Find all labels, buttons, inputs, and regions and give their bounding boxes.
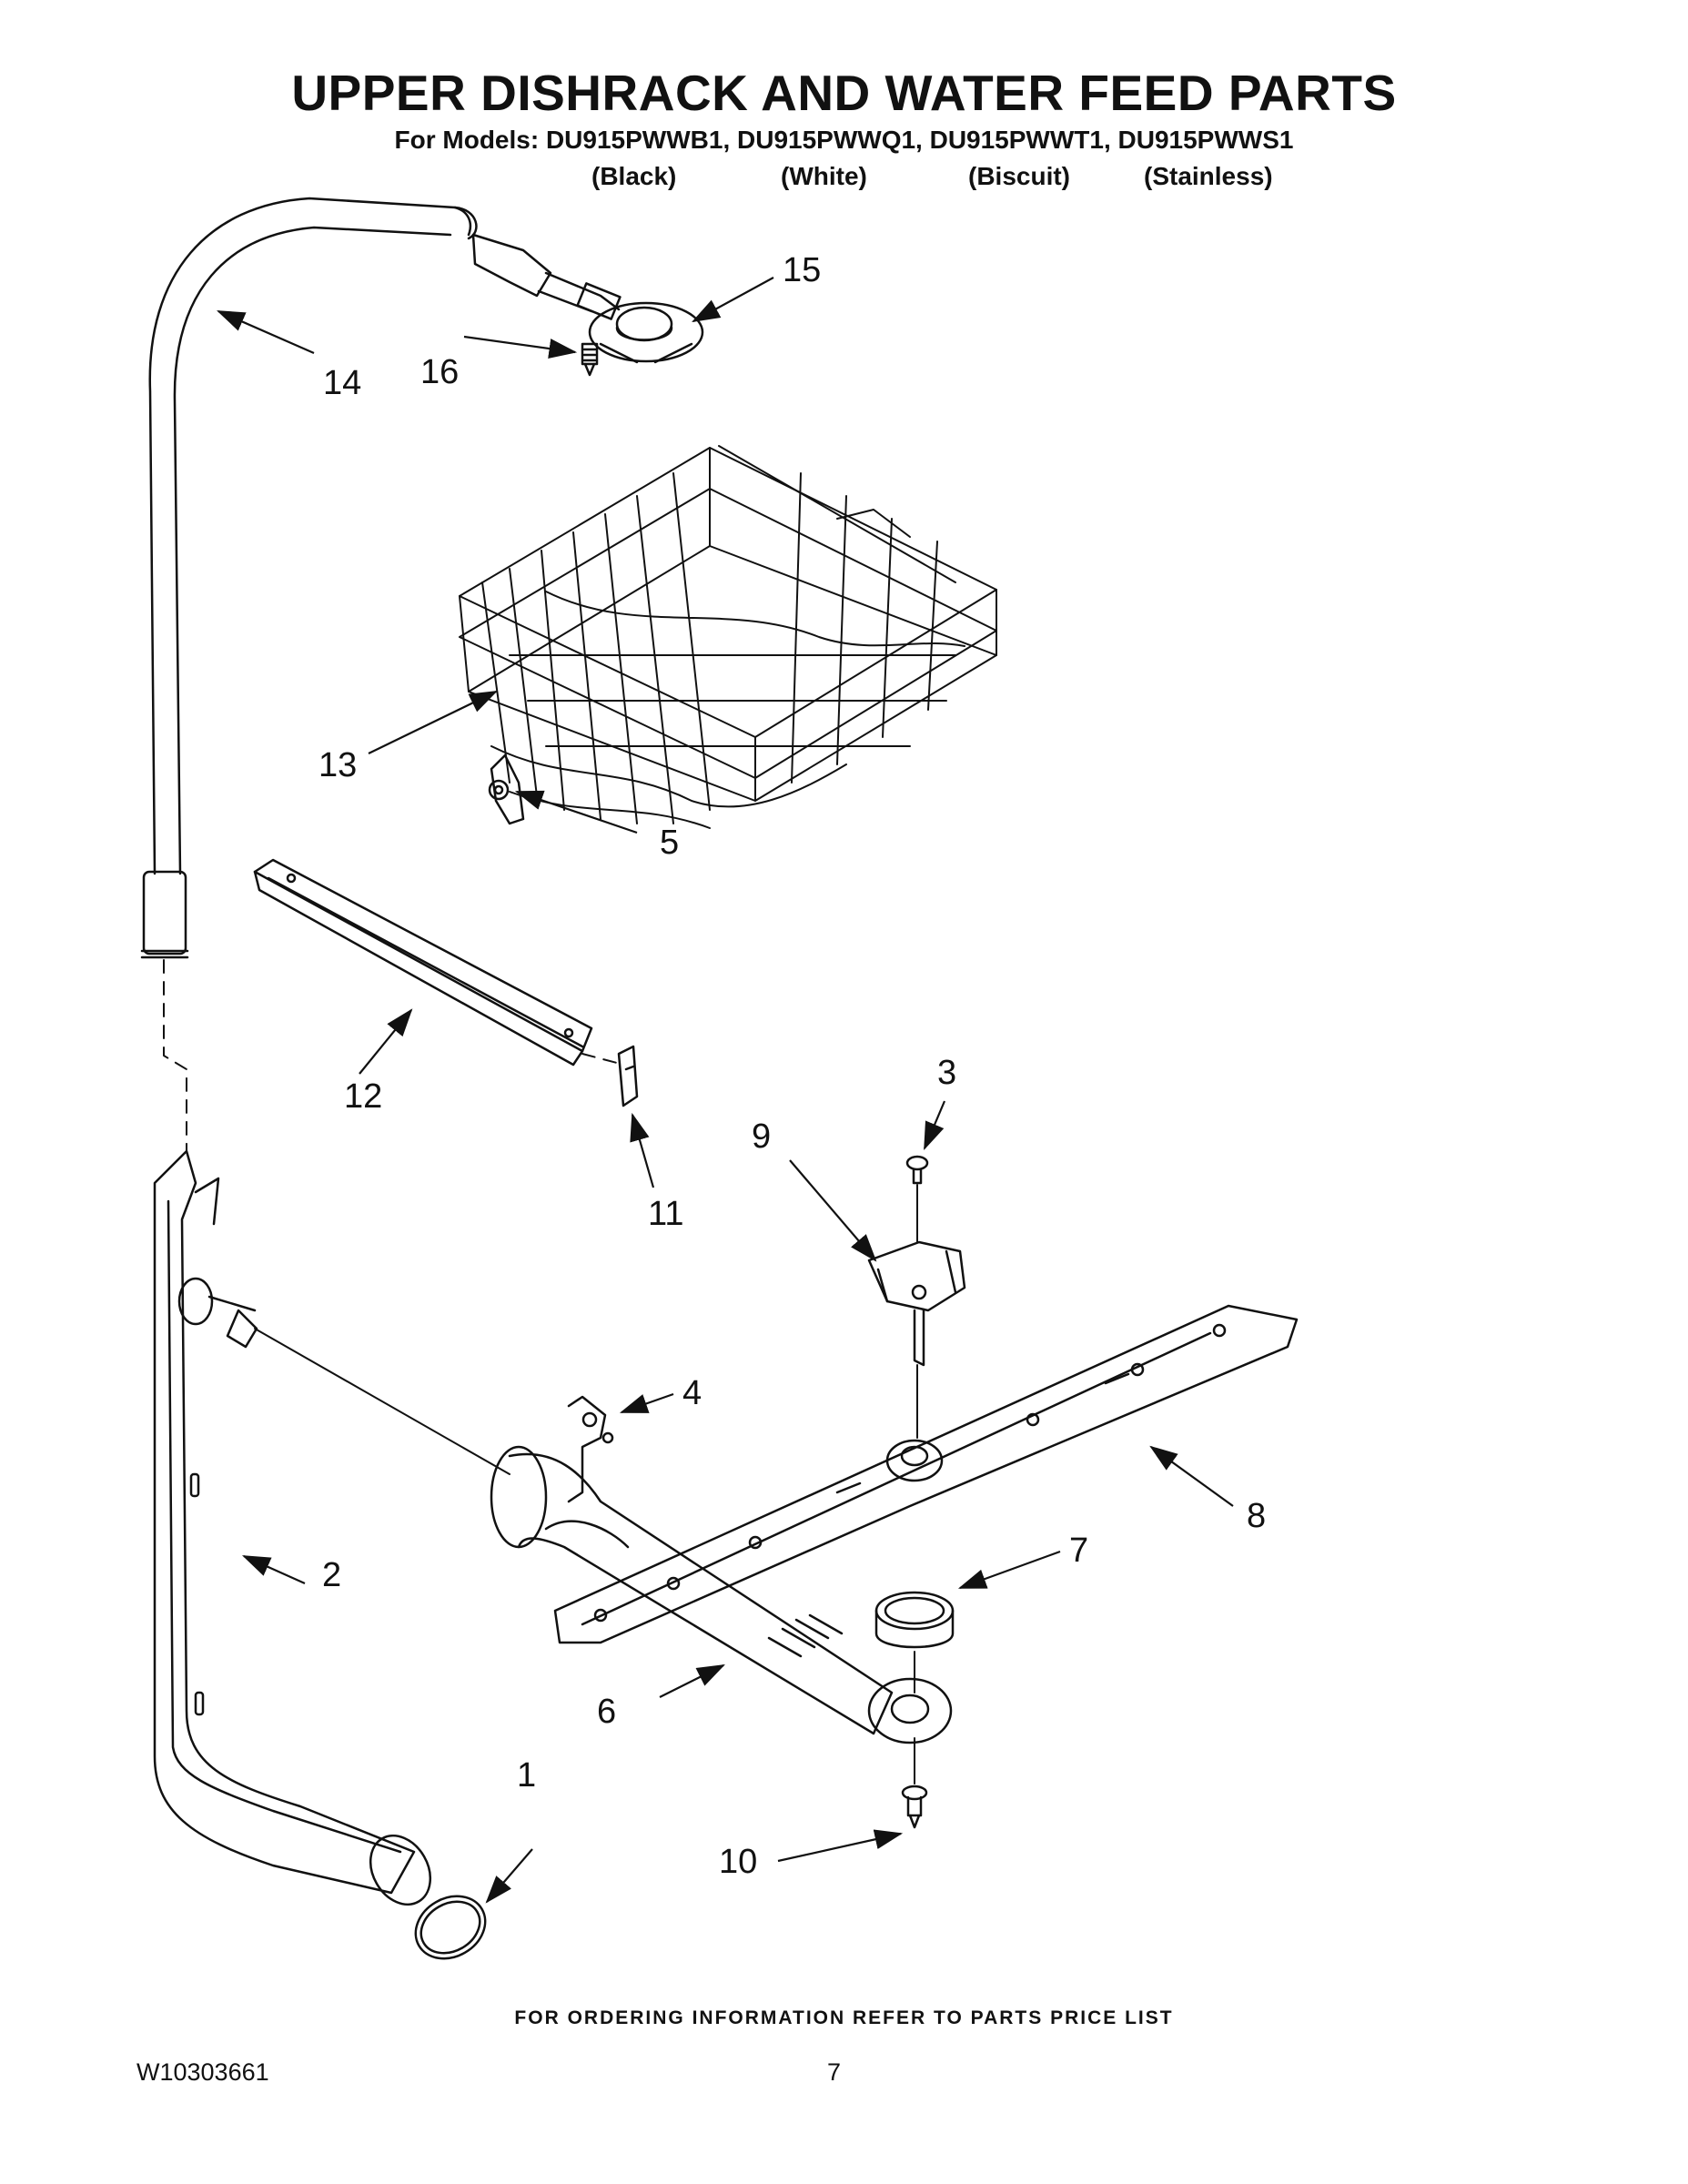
- rail-end-cap-part-11: [617, 1045, 639, 1107]
- callout-15: 15: [783, 251, 822, 289]
- rack-clip-part-5: [488, 753, 525, 825]
- screw-part-3: [905, 1155, 929, 1243]
- color-label-black: (Black): [591, 162, 677, 190]
- dashed-connection-lines: [163, 959, 618, 1152]
- callout-3: 3: [937, 1054, 957, 1092]
- lower-manifold-part-6: [490, 1445, 953, 1744]
- color-label-white: (White): [781, 162, 867, 190]
- callout-16: 16: [420, 353, 460, 391]
- screw-part-10: [901, 1737, 928, 1829]
- model-list: For Models: DU915PWWB1, DU915PWWQ1, DU91…: [394, 126, 1294, 154]
- callout-11: 11: [648, 1195, 684, 1233]
- callout-6: 6: [597, 1693, 617, 1731]
- page-number: 7: [827, 2058, 842, 2086]
- callout-4: 4: [682, 1374, 702, 1412]
- tube-connection-line: [254, 1328, 510, 1475]
- lower-spray-arm-part-8: [553, 1304, 1299, 1644]
- color-label-stainless: (Stainless): [1144, 162, 1273, 190]
- rack-rail-part-12: [253, 858, 593, 1067]
- manifold-tube-part-2: [153, 1149, 432, 1906]
- callout-2: 2: [322, 1556, 342, 1594]
- callout-8: 8: [1247, 1497, 1267, 1535]
- upper-dishrack-part-13: [459, 445, 997, 829]
- o-ring-part-1: [414, 1895, 487, 1960]
- upper-spray-fitting-part-15: [471, 233, 704, 364]
- callout-14: 14: [323, 364, 362, 402]
- callout-1: 1: [517, 1756, 537, 1795]
- callout-5: 5: [660, 824, 680, 862]
- callout-9: 9: [752, 1117, 772, 1156]
- manifold-clip-part-4: [567, 1395, 614, 1503]
- callout-12: 12: [344, 1077, 383, 1116]
- callout-10: 10: [719, 1843, 758, 1881]
- callout-13: 13: [318, 746, 358, 784]
- ordering-note: FOR ORDERING INFORMATION REFER TO PARTS …: [514, 2007, 1174, 2028]
- callout-arrows: [216, 277, 1234, 1904]
- page-title: UPPER DISHRACK AND WATER FEED PARTS: [291, 65, 1397, 121]
- document-number: W10303661: [136, 2058, 269, 2086]
- spray-arm-bracket-part-9: [867, 1240, 966, 1367]
- callout-7: 7: [1069, 1532, 1089, 1570]
- color-label-biscuit: (Biscuit): [968, 162, 1070, 190]
- bearing-ring-part-7: [874, 1591, 955, 1649]
- supply-tube-part-14: [140, 197, 478, 959]
- screw-part-16: [581, 342, 599, 377]
